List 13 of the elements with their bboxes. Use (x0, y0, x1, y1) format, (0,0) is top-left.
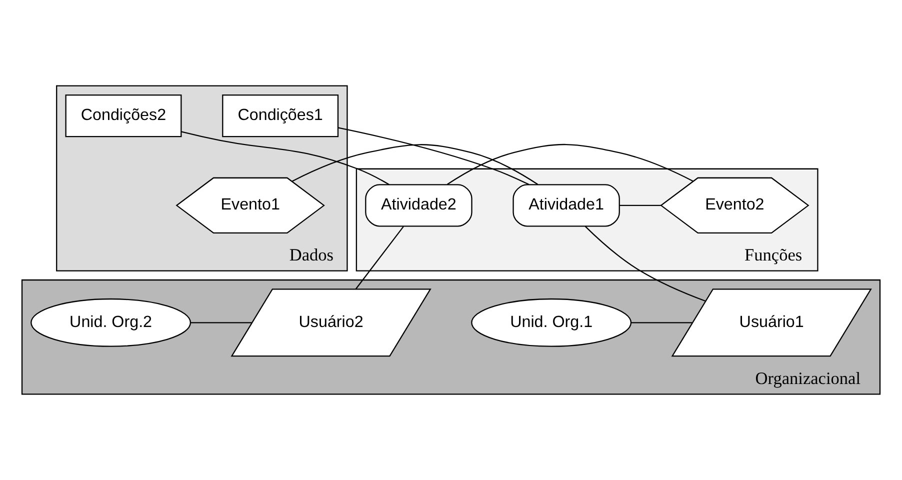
connector (584, 226, 706, 302)
connector (190, 322, 252, 324)
connector (338, 127, 530, 186)
node-box: Condições1 (222, 94, 339, 138)
connector (620, 204, 661, 206)
node-ellipse: Unid. Org.2 (30, 298, 192, 347)
node-box: Atividade2 (365, 184, 472, 227)
connector (355, 226, 404, 290)
node-ellipse: Unid. Org.1 (471, 298, 632, 347)
node-box: Condições2 (65, 94, 182, 138)
node-box: Atividade1 (512, 184, 620, 227)
connector (292, 144, 538, 185)
connector (631, 322, 692, 324)
